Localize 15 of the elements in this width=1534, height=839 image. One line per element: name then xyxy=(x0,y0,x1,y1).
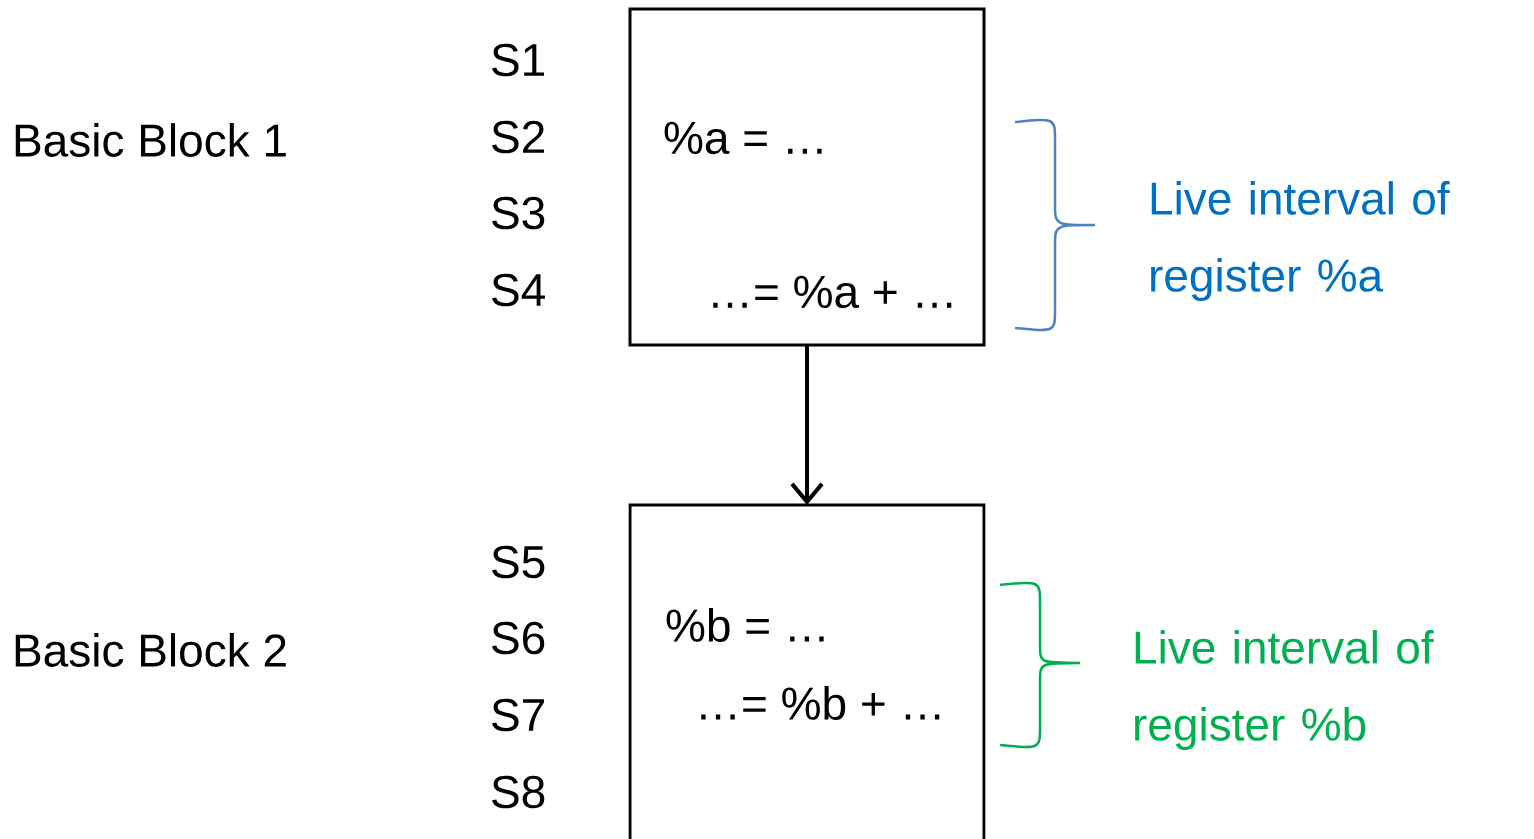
block-label: Basic Block 1 xyxy=(15,123,286,157)
statement-number: S3 xyxy=(492,196,545,230)
statement-number: S6 xyxy=(492,621,545,655)
statement-number: S1 xyxy=(492,43,545,77)
statement-number: S2 xyxy=(492,120,544,154)
code-block-box: %a = … …= %a + … xyxy=(628,7,986,347)
block-label: Basic Block 2 xyxy=(15,633,286,667)
code-block-box: %b = … …= %b + … xyxy=(628,503,986,839)
statement-number: S5 xyxy=(492,545,545,579)
interval-label: Live interval of register %a xyxy=(1151,181,1450,301)
statement-number: S7 xyxy=(492,698,544,732)
statement-number: S8 xyxy=(492,775,545,809)
arrow xyxy=(790,345,824,505)
statement-number: S4 xyxy=(492,273,545,307)
interval-label: Live interval of register %b xyxy=(1135,630,1434,750)
